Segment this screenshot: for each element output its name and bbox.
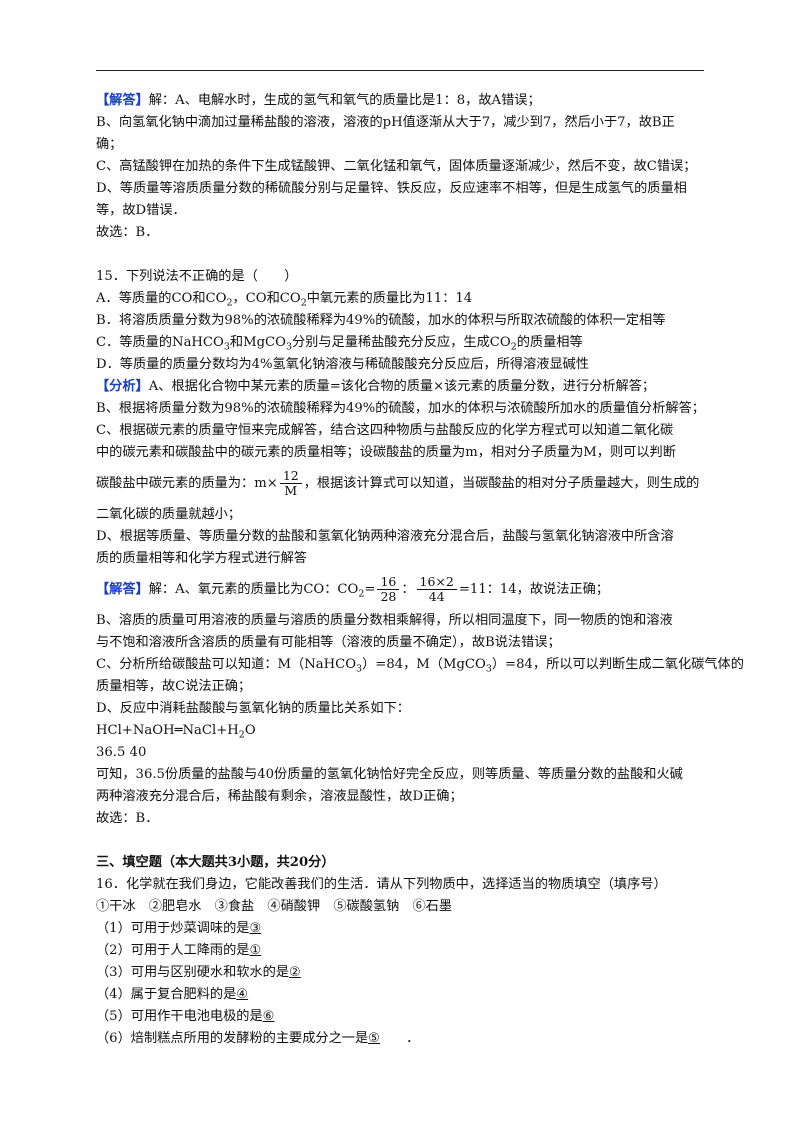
analysis-tag: 【分析】: [96, 379, 149, 394]
analysis-line-c4: 二氧化碳的质量就越小；: [96, 507, 242, 522]
question-15-option-a: A．等质量的CO和CO2，CO和CO2中氧元素的质量比为11：14: [96, 291, 473, 309]
answer-blank: ③: [249, 921, 262, 936]
prev-answer-line-1: 【解答】解：A、电解水时，生成的氢气和氧气的质量比是1：8，故A错误；: [96, 93, 541, 108]
question-16-item-6: （6）焙制糕点所用的发酵粉的主要成分之一是⑤．: [96, 1028, 708, 1050]
prev-answer-line-6: 等，故D错误．: [96, 203, 186, 218]
mass-ratio: 36.5 40: [96, 745, 147, 760]
question-16-options: ①干冰 ②肥皂水 ③食盐 ④硝酸钾 ⑤碳酸氢钠 ⑥石墨: [96, 899, 453, 914]
question-16-item-4: （4）属于复合肥料的是④: [96, 984, 708, 1006]
answer-15-line-c1: C、分析所给碳酸盐可以知道：M（NaHCO3）=84，M（MgCO3）=84，所…: [96, 657, 744, 675]
section-heading: 三、填空题（本大题共3小题，共20分）: [96, 855, 335, 870]
answer-blank: ⑤: [368, 1031, 380, 1046]
question-15-stem: 15．下列说法不正确的是（ ）: [96, 269, 298, 284]
prev-answer-line-5: D、等质量等溶质质量分数的稀硫酸分别与足量锌、铁反应，反应速率不相等，但是生成氢…: [96, 181, 687, 196]
answer-15-line-b1: B、溶质的质量可用溶液的质量与溶质的质量分数相乘解得，所以相同温度下，同一物质的…: [96, 613, 673, 628]
question-15-option-b: B．将溶质质量分数为98%的浓硫酸稀释为49%的硫酸，加水的体积与所取浓硫酸的体…: [96, 313, 666, 328]
header-rule: [96, 70, 704, 71]
question-16-item-3: （3）可用与区别硬水和软水的是②: [96, 962, 708, 984]
question-16-item-1: （1）可用于炒菜调味的是③: [96, 918, 708, 940]
answer-blank: ②: [289, 965, 301, 980]
analysis-line-c1: C、根据碳元素的质量守恒来完成解答，结合这四种物质与盐酸反应的化学方程式可以知道…: [96, 423, 674, 438]
analysis-line-c2: 中的碳元素和碳酸盐中的碳元素的质量相等；设碳酸盐的质量为m，相对分子质量为M，则…: [96, 445, 676, 460]
prev-answer-choice: 故选：B．: [96, 225, 159, 240]
analysis-line-a: 【分析】A、根据化合物中某元素的质量=该化合物的质量×该元素的质量分数，进行分析…: [96, 379, 656, 394]
answer-15-line-c2: 质量相等，故C说法正确；: [96, 679, 252, 694]
answer-15-line-d2: 可知，36.5份质量的盐酸与40份质量的氢氧化钠恰好完全反应，则等质量、等质量分…: [96, 767, 683, 782]
question-15-option-d: D．等质量的质量分数均为4%氢氧化钠溶液与稀硫酸酸充分反应后，所得溶液显碱性: [96, 357, 590, 372]
question-16-item-2: （2）可用于人工降雨的是①: [96, 940, 708, 962]
prev-answer-line-2: B、向氢氧化钠中滴加过量稀盐酸的溶液，溶液的pH值逐渐从大于7，减少到7，然后小…: [96, 115, 675, 130]
question-15-option-c: C．等质量的NaHCO3和MgCO3分别与足量稀盐酸充分反应，生成CO2的质量相…: [96, 335, 583, 353]
chemical-equation: HCl+NaOH═NaCl+H2O: [96, 723, 256, 741]
answer-15-line-d3: 两种溶液充分混合后，稀盐酸有剩余，溶液显酸性，故D正确；: [96, 789, 463, 804]
analysis-line-d1: D、根据等质量、等质量分数的盐酸和氢氧化钠两种溶液充分混合后，盐酸与氢氧化钠溶液…: [96, 529, 674, 544]
question-16-stem: 16．化学就在我们身边，它能改善我们的生活．请从下列物质中，选择适当的物质填空（…: [96, 877, 667, 892]
prev-answer-line-4: C、高锰酸钾在加热的条件下生成锰酸钾、二氧化锰和氧气，固体质量逐渐减少，然后不变…: [96, 159, 697, 174]
answer-blank: ⑥: [262, 1009, 275, 1024]
prev-answer-line-3: 确；: [96, 137, 123, 152]
question-16-item-5: （5）可用作干电池电极的是⑥: [96, 1006, 708, 1028]
answer-blank: ④: [236, 987, 249, 1002]
analysis-line-d2: 质的质量相等和化学方程式进行解答: [96, 551, 307, 566]
answer-15-line-b2: 与不饱和溶液所含溶质的质量有可能相等（溶液的质量不确定），故B说法错误；: [96, 635, 561, 650]
answer-15-line-d1: D、反应中消耗盐酸酸与氢氧化钠的质量比关系如下：: [96, 701, 410, 716]
answer-tag: 【解答】: [96, 93, 149, 108]
answer-tag: 【解答】: [96, 582, 149, 597]
answer-blank: ①: [249, 943, 262, 958]
page-content: 【解答】解：A、电解水时，生成的氢气和氧气的质量比是1：8，故A错误； B、向氢…: [96, 90, 744, 1050]
analysis-line-b: B、根据将质量分数为98%的浓硫酸稀释为49%的硫酸，加水的体积与浓硫酸所加水的…: [96, 401, 705, 416]
answer-15-choice: 故选：B．: [96, 811, 159, 826]
